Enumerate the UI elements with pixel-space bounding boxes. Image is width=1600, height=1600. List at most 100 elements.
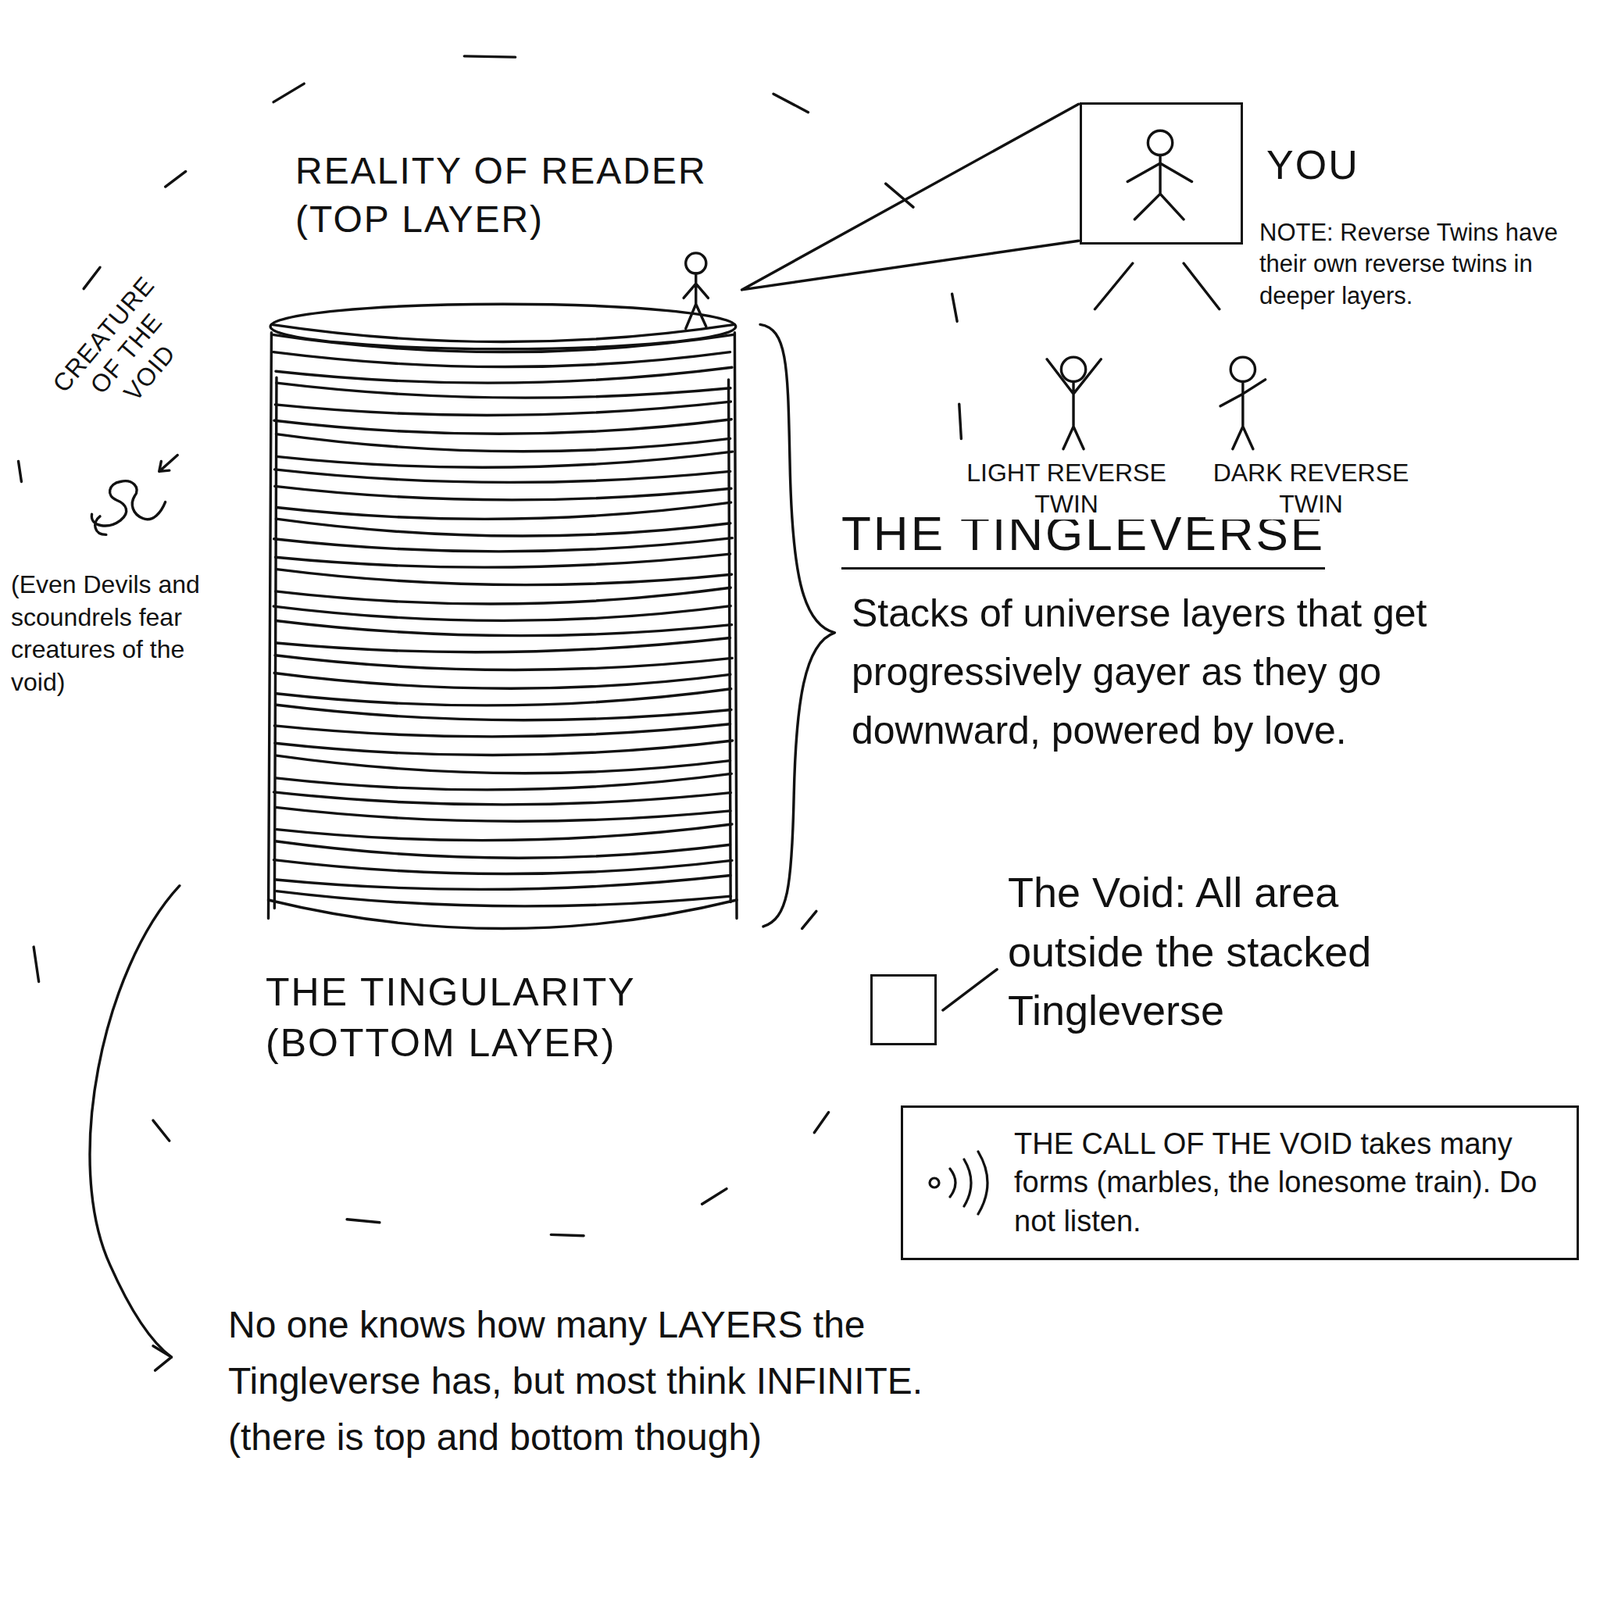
figure-head xyxy=(685,253,707,274)
zoom-box: YOU xyxy=(1079,102,1243,245)
leader-line xyxy=(942,969,997,1011)
figure-head xyxy=(1060,357,1086,382)
figure-head xyxy=(1147,130,1172,155)
disc-edge xyxy=(272,334,734,352)
layer-line xyxy=(275,553,730,568)
void-dash xyxy=(702,1189,727,1205)
layer-line xyxy=(275,807,731,822)
twin-label: DARK REVERSE TWIN xyxy=(1205,457,1417,520)
layer-line xyxy=(275,518,730,536)
layer-line xyxy=(276,689,732,706)
label-box: No one knows how many LAYERS the Tinglev… xyxy=(228,1296,994,1466)
layer-lines xyxy=(273,352,733,907)
layer-line xyxy=(275,875,731,890)
legend-entry: The Void: All area outside the stacked T… xyxy=(1007,863,1461,1041)
layer-line xyxy=(273,792,731,805)
layer-line xyxy=(274,419,732,435)
figure-body xyxy=(1127,155,1192,220)
void-dash xyxy=(464,56,515,58)
label-box: Stacks of universe layers that get progr… xyxy=(851,584,1524,761)
layer-line xyxy=(275,773,732,790)
pointer-arrow xyxy=(159,455,179,472)
layer-line xyxy=(275,655,733,671)
note-text: NOTE: Reverse Twins have their own rever… xyxy=(1259,217,1580,312)
layer-line xyxy=(276,382,731,398)
void-dash xyxy=(346,1219,380,1223)
void-dash xyxy=(83,267,100,289)
cylinder-side xyxy=(734,332,737,919)
cylinder-bottom xyxy=(268,900,738,929)
you-label: YOU xyxy=(1266,140,1360,190)
layer-line xyxy=(274,672,731,689)
top-layer-label: REALITY OF READER (TOP LAYER) xyxy=(295,146,780,245)
void-dash xyxy=(153,1120,170,1141)
void-dash xyxy=(18,460,22,482)
sound-wave xyxy=(964,1159,972,1207)
layer-line xyxy=(275,469,731,483)
you-figure xyxy=(1127,130,1192,220)
figure-head xyxy=(1230,357,1255,382)
curved-arrow xyxy=(89,885,180,1358)
void-dash xyxy=(165,171,186,187)
layers-note: No one knows how many LAYERS the Tinglev… xyxy=(228,1296,994,1466)
cylinder-side xyxy=(268,332,272,919)
void-dash xyxy=(802,910,817,929)
label-box: LIGHT REVERSE TWIN xyxy=(960,457,1172,520)
label-box: (Even Devils and scoundrels fear creatur… xyxy=(10,568,238,699)
layer-line xyxy=(274,724,730,737)
label-box: NOTE: Reverse Twins have their own rever… xyxy=(1259,217,1580,312)
layer-line xyxy=(276,824,733,841)
legend-swatch xyxy=(870,974,937,1046)
disc-edge xyxy=(271,324,735,342)
bottom-layer-label: THE TINGULARITY (BOTTOM LAYER) xyxy=(265,967,766,1069)
layer-line xyxy=(275,485,732,500)
layer-line xyxy=(276,755,731,774)
void-dash xyxy=(550,1234,584,1236)
universe-stack-cylinder xyxy=(268,303,738,929)
layer-line xyxy=(275,367,733,383)
void-dash xyxy=(273,83,304,103)
label-box: CREATURE OF THE VOID xyxy=(39,261,214,446)
figure-body xyxy=(1220,379,1265,450)
figure-body xyxy=(683,273,708,329)
dark-twin-figure xyxy=(1220,357,1265,450)
layer-line xyxy=(275,587,731,604)
void-dash xyxy=(959,403,962,439)
layer-line xyxy=(276,451,733,468)
callout-box: THE CALL OF THE VOID takes many forms (m… xyxy=(900,1105,1579,1261)
layer-line xyxy=(275,401,731,415)
layer-line xyxy=(275,434,730,452)
label-box: DARK REVERSE TWIN xyxy=(1205,457,1417,520)
layer-line xyxy=(275,620,732,636)
layer-line xyxy=(276,569,733,586)
speaker-dot xyxy=(929,1178,940,1188)
label-box: THE TINGULARITY (BOTTOM LAYER) xyxy=(265,967,766,1069)
layer-line xyxy=(276,891,732,907)
creature-note: (Even Devils and scoundrels fear creatur… xyxy=(10,568,238,699)
figure-body xyxy=(1046,359,1101,450)
void-creature xyxy=(91,481,165,536)
layer-line xyxy=(276,704,732,720)
reader-figure xyxy=(683,253,708,329)
speaker-icon xyxy=(920,1147,1007,1218)
speaker-symbol xyxy=(929,1151,988,1215)
twin-label: LIGHT REVERSE TWIN xyxy=(960,457,1172,520)
zoom-lines xyxy=(742,103,1079,290)
layer-line xyxy=(273,352,730,368)
sound-wave xyxy=(978,1151,988,1215)
layer-line xyxy=(275,841,731,858)
layer-line xyxy=(276,502,732,519)
light-twin-figure xyxy=(1046,357,1101,450)
label-box: REALITY OF READER (TOP LAYER) xyxy=(295,146,780,245)
arrow-head xyxy=(153,1346,172,1371)
tingleverse-description: Stacks of universe layers that get progr… xyxy=(851,584,1524,761)
creature-label: CREATURE OF THE VOID xyxy=(39,261,214,446)
callout-text: THE CALL OF THE VOID takes many forms (m… xyxy=(1014,1125,1558,1241)
sound-wave xyxy=(950,1168,956,1197)
layer-line xyxy=(276,637,731,652)
void-dash xyxy=(33,946,40,982)
layer-line xyxy=(273,860,732,875)
legend-text: The Void: All area outside the stacked T… xyxy=(1007,863,1461,1041)
twin-lines xyxy=(1094,263,1219,310)
